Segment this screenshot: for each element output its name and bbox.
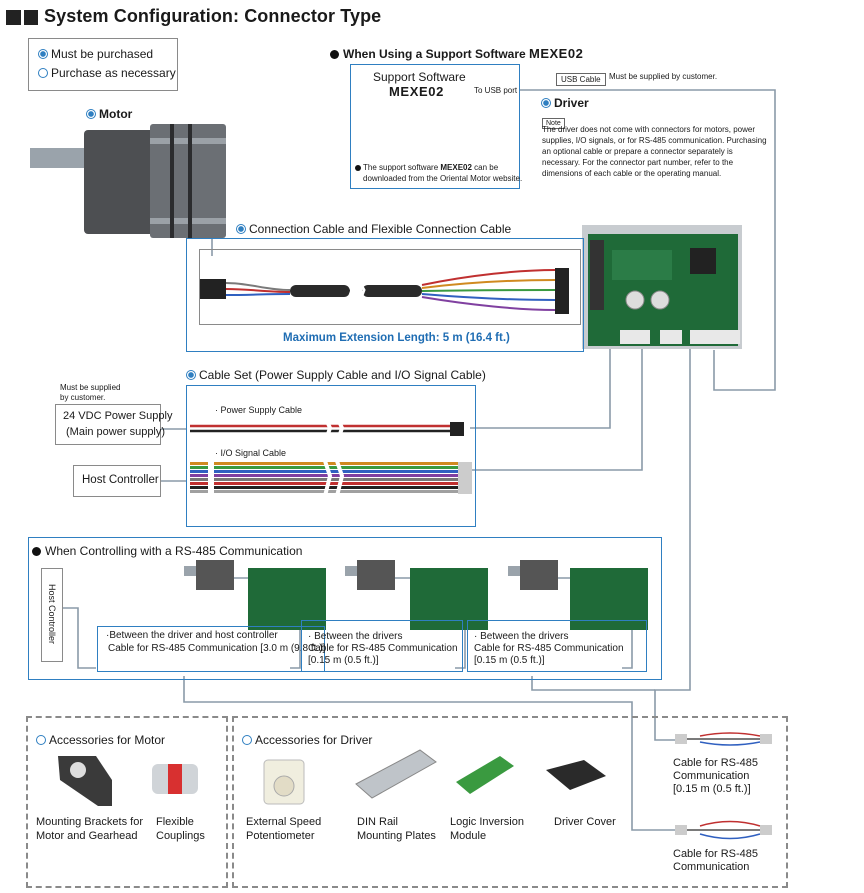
cable-set-label: Cable Set (Power Supply Cable and I/O Si…: [199, 368, 486, 382]
rs485-cable2-box: · Between the drivers Cable for RS-485 C…: [301, 620, 463, 672]
acc-driver-item: Mounting Plates: [357, 830, 436, 842]
acc-motor-heading: Accessories for Motor: [49, 733, 166, 747]
optional-icon: [242, 735, 252, 745]
driver-note-line: necessary. For the connector part number…: [542, 158, 734, 167]
must-icon: [186, 370, 196, 380]
acc-driver-item: External Speed: [246, 816, 322, 828]
support-note-name: MEXE02: [440, 163, 472, 172]
motor-icon: [30, 124, 226, 238]
bullet-icon: [32, 547, 41, 556]
support-heading: When Using a Support Software: [343, 47, 530, 61]
support-box-line1: Support Software: [373, 70, 466, 84]
must-icon: [236, 224, 246, 234]
rs485-units-icon: [184, 560, 648, 630]
side-cable1-line2: Communication: [673, 770, 750, 782]
power-cable-label: · Power Supply Cable: [215, 405, 303, 415]
rs485-host-label: Host Controller: [47, 583, 57, 645]
rs485-cable1-line2: Cable for RS-485 Communication [3.0 m (9…: [108, 643, 326, 654]
connection-cable-icon: [200, 268, 569, 314]
side-cable1-line1: Cable for RS-485: [673, 757, 758, 769]
acc-driver-item: Potentiometer: [246, 830, 315, 842]
acc-driver-item: Logic Inversion: [450, 816, 524, 828]
driver-note-tag: Note: [542, 118, 565, 129]
rs485-cable2-line2: Cable for RS-485 Communication: [308, 643, 458, 654]
host-controller-label: Host Controller: [82, 474, 159, 486]
power-supply-box: 24 VDC Power Supply (Main power supply): [55, 404, 172, 445]
acc-motor-item: Flexible: [156, 816, 194, 828]
must-icon: [541, 98, 551, 108]
connection-cable-label: Connection Cable and Flexible Connection…: [249, 222, 512, 236]
acc-motor-item: Couplings: [156, 830, 205, 842]
io-cable-icon: [190, 451, 472, 501]
side-cable2-line2: Communication: [673, 861, 750, 873]
support-software-box: Support Software MEXE02 The support soft…: [350, 64, 523, 189]
rs485-cable1-line1: ·Between the driver and host controller: [106, 630, 278, 641]
io-cable-label: · I/O Signal Cable: [215, 448, 287, 458]
acc-driver-item: Driver Cover: [554, 816, 616, 828]
rs485-cable3-box: · Between the drivers Cable for RS-485 C…: [467, 620, 647, 672]
rs485-heading: When Controlling with a RS-485 Communica…: [45, 544, 303, 558]
optional-icon: [38, 68, 48, 78]
support-note-prefix: The support software: [363, 163, 441, 172]
support-heading-name: MEXE02: [529, 46, 584, 61]
driver-note-line: dimensions of each cable or the operatin…: [542, 169, 722, 178]
usb-port-label: To USB port: [474, 86, 518, 95]
rs485-cable3-line3: [0.15 m (0.5 ft.)]: [474, 655, 545, 666]
title-marker: [6, 10, 21, 25]
legend-optional: Purchase as necessary: [51, 66, 176, 80]
accessories-driver-box: Accessories for Driver External Speed Po…: [232, 716, 788, 888]
connection-cable-inner: [199, 249, 581, 325]
power-supply-line1: 24 VDC Power Supply: [63, 410, 173, 422]
acc-driver-heading: Accessories for Driver: [255, 733, 373, 747]
connection-cable-box: Maximum Extension Length: 5 m (16.4 ft.): [186, 238, 584, 352]
acc-motor-item: Mounting Brackets for: [36, 816, 143, 828]
rs485-cable1-box: ·Between the driver and host controller …: [97, 626, 325, 672]
page-title: System Configuration: Connector Type: [44, 6, 382, 26]
driver-label: Driver: [554, 96, 589, 110]
max-extension: Maximum Extension Length: 5 m (16.4 ft.): [283, 332, 510, 344]
rs485-box: Host Controller ·Between the driver and …: [28, 537, 662, 680]
side-cable1-line3: [0.15 m (0.5 ft.)]: [673, 783, 751, 795]
support-note-suffix: can be: [471, 163, 499, 172]
side-rs485-cables: [675, 732, 772, 840]
acc-driver-item: Module: [450, 830, 487, 842]
supply-note-line2: by customer.: [60, 393, 106, 402]
driver-note-line: supplies, I/O signals, or for RS-485 com…: [542, 136, 767, 145]
driver-note-line: The driver does not come with connectors…: [542, 125, 755, 134]
driver-board-icon: [582, 225, 742, 349]
rs485-cable2-line1: · Between the drivers: [308, 631, 403, 642]
supply-note-line1: Must be supplied: [60, 383, 121, 392]
must-icon: [38, 49, 48, 59]
acc-driver-item: DIN Rail: [357, 816, 398, 828]
rs485-cable2-line3: [0.15 m (0.5 ft.)]: [308, 655, 379, 666]
usb-cable-label: USB Cable: [556, 73, 606, 86]
bullet-icon: [355, 165, 361, 171]
rs485-cable3-line1: · Between the drivers: [474, 631, 569, 642]
cable-set-box: · Power Supply Cable · I/O Signal Cable: [186, 385, 476, 527]
power-supply-line2: (Main power supply): [66, 426, 166, 438]
legend-must: Must be purchased: [51, 47, 154, 61]
rs485-cable3-line2: Cable for RS-485 Communication: [474, 643, 624, 654]
side-cable2-line1: Cable for RS-485: [673, 848, 758, 860]
rs485-host-box: Host Controller: [41, 568, 63, 662]
support-box-line2: MEXE02: [389, 84, 444, 99]
driver-note-line: an optional cable or prepare a connector…: [542, 147, 733, 156]
motor-label: Motor: [99, 107, 133, 121]
optional-icon: [36, 735, 46, 745]
acc-motor-item: Motor and Gearhead: [36, 830, 138, 842]
power-cable-icon: [190, 409, 464, 447]
title-marker: [24, 10, 38, 25]
support-note-line2: downloaded from the Oriental Motor websi…: [363, 174, 523, 183]
accessory-images: [58, 749, 606, 806]
legend: Must be purchased Purchase as necessary: [28, 38, 178, 91]
host-controller-box: Host Controller: [73, 465, 161, 497]
must-icon: [86, 109, 96, 119]
usb-note: Must be supplied by customer.: [609, 72, 718, 81]
accessories-motor-box: Accessories for Motor Mounting Brackets …: [26, 716, 228, 888]
bullet-icon: [330, 50, 339, 59]
